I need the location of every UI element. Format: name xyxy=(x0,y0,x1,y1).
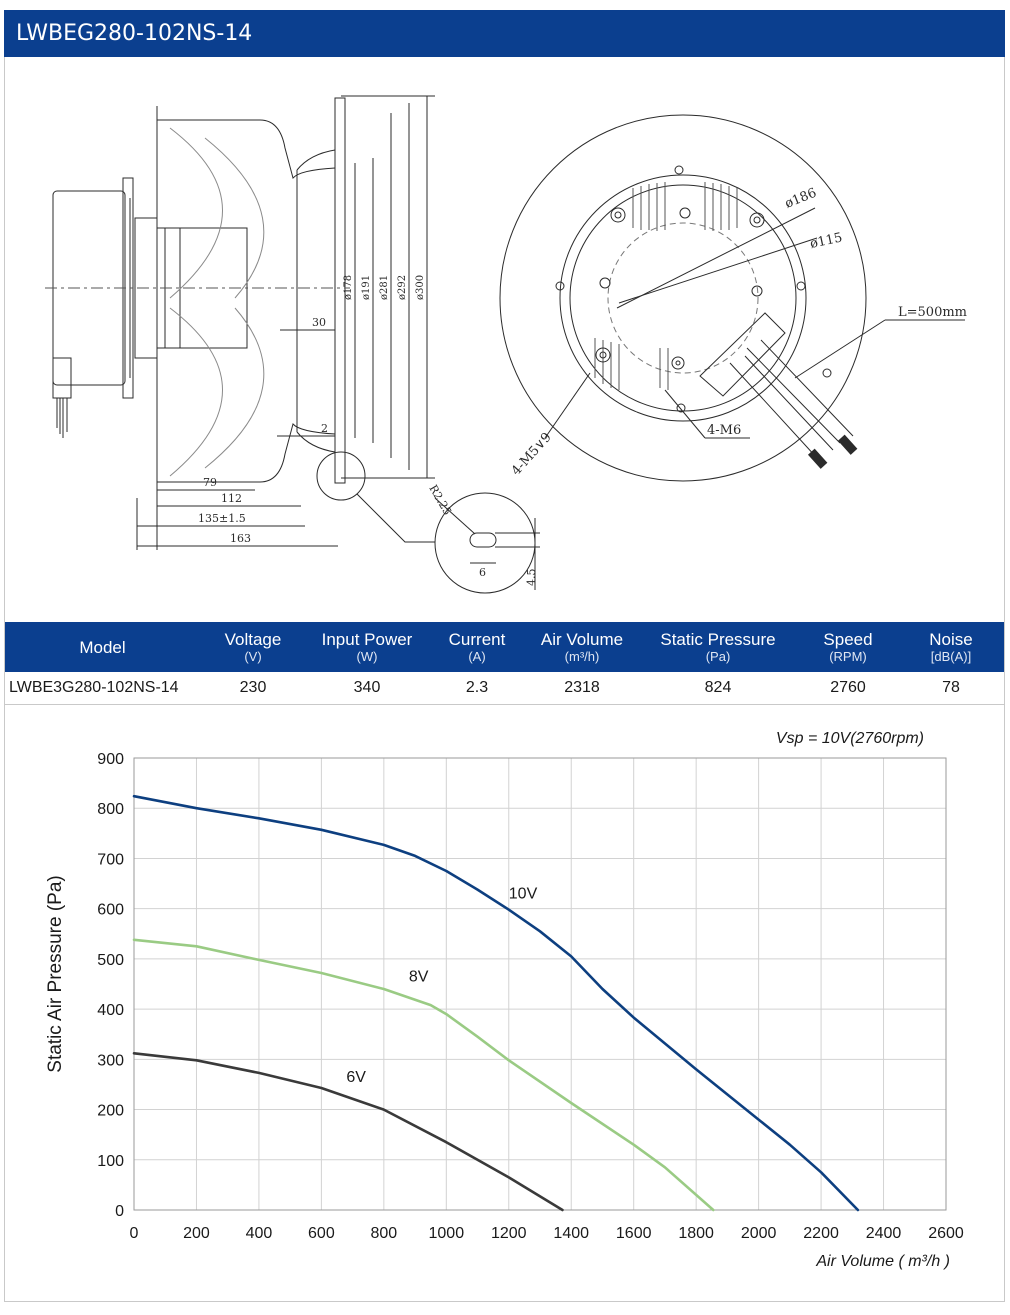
y-tick-label: 800 xyxy=(97,801,124,818)
y-tick-label: 500 xyxy=(97,952,124,969)
y-tick-label: 600 xyxy=(97,902,124,919)
dim-163: 163 xyxy=(230,532,251,545)
m5-leader xyxy=(544,372,591,439)
dim-79: 79 xyxy=(203,476,217,489)
header-speed: Speed(RPM) xyxy=(798,622,898,672)
header-model: Model xyxy=(5,622,200,672)
page-title: LWBEG280-102NS-14 xyxy=(16,21,253,46)
y-tick-label: 900 xyxy=(97,751,124,768)
x-tick-label: 800 xyxy=(370,1225,397,1242)
dim-30: 30 xyxy=(312,316,326,329)
dim-d281: ø281 xyxy=(379,275,390,300)
cooling-fins xyxy=(594,182,738,390)
x-tick-label: 2600 xyxy=(928,1225,964,1242)
y-tick-label: 300 xyxy=(97,1052,124,1069)
header-noise: Noise[dB(A)] xyxy=(898,622,1004,672)
y-axis-label: Static Air Pressure (Pa) xyxy=(45,875,66,1072)
dim-d300: ø300 xyxy=(415,275,426,300)
x-tick-label: 2200 xyxy=(803,1225,839,1242)
cell-noise: 78 xyxy=(898,672,1004,705)
y-tick-label: 400 xyxy=(97,1002,124,1019)
header-air-volume: Air Volume(m³/h) xyxy=(526,622,638,672)
mount-screws xyxy=(555,165,832,413)
dim-112: 112 xyxy=(221,492,242,505)
motor-ring-inner xyxy=(569,184,797,412)
section-divider xyxy=(5,704,1004,705)
series-label-8v: 8V xyxy=(409,968,429,985)
header-current: Current(A) xyxy=(428,622,526,672)
impeller-disc xyxy=(499,114,867,482)
d115-leader xyxy=(618,237,818,304)
x-tick-label: 2400 xyxy=(866,1225,902,1242)
title-bar: LWBEG280-102NS-14 xyxy=(4,10,1005,57)
dim-d178: ø178 xyxy=(343,275,354,300)
dim-d186: ø186 xyxy=(783,186,819,212)
side-view: ø178 ø191 ø281 ø292 ø300 30 2 79 112 135… xyxy=(45,95,540,594)
cable-wires xyxy=(56,398,68,438)
x-tick-label: 400 xyxy=(246,1225,273,1242)
cell-voltage: 230 xyxy=(200,672,306,705)
dim-d115: ø115 xyxy=(809,230,844,251)
series-label-6v: 6V xyxy=(346,1069,366,1086)
header-static-pressure: Static Pressure(Pa) xyxy=(638,622,798,672)
series-line-6v xyxy=(132,1051,564,1212)
x-tick-label: 200 xyxy=(183,1225,210,1242)
header-input-power: Input Power(W) xyxy=(306,622,428,672)
y-tick-label: 700 xyxy=(97,851,124,868)
cell-static-pressure: 824 xyxy=(638,672,798,705)
x-tick-label: 600 xyxy=(308,1225,335,1242)
y-tick-label: 0 xyxy=(115,1203,124,1220)
bolt-circle xyxy=(607,222,759,374)
m6-leader xyxy=(664,389,706,439)
dim-d292: ø292 xyxy=(397,275,408,300)
detail-height: 4.5 xyxy=(525,569,538,587)
series-line-8v xyxy=(132,938,715,1212)
chart-grid xyxy=(133,757,947,1211)
spec-header-row: Model Voltage(V) Input Power(W) Current(… xyxy=(5,622,1004,672)
x-axis-label: Air Volume ( m³/h ) xyxy=(815,1253,950,1270)
cable-leads xyxy=(729,339,854,459)
x-tick-label: 0 xyxy=(130,1225,139,1242)
x-tick-label: 1000 xyxy=(429,1225,465,1242)
motor-ring-outer xyxy=(559,174,807,422)
detail-width: 6 xyxy=(479,566,486,579)
dim-135: 135±1.5 xyxy=(198,512,246,525)
connector xyxy=(52,357,72,399)
dim-2: 2 xyxy=(321,422,328,435)
cell-air-volume: 2318 xyxy=(526,672,638,705)
series-label-10v: 10V xyxy=(509,886,538,903)
x-tick-label: 1200 xyxy=(491,1225,527,1242)
detail-callout-ring xyxy=(316,451,366,501)
cable-gland xyxy=(699,312,786,397)
dim-cable-length: L=500mm xyxy=(898,305,967,320)
front-view: ø186 ø115 L=500mm 4-M6 4-M5∨9 xyxy=(499,114,967,482)
x-tick-label: 2000 xyxy=(741,1225,777,1242)
cable-leader xyxy=(794,319,886,379)
x-tick-label: 1800 xyxy=(678,1225,714,1242)
x-tick-label: 1600 xyxy=(616,1225,652,1242)
dim-d191: ø191 xyxy=(361,275,372,300)
dim-4-m6: 4-M6 xyxy=(707,423,741,438)
cell-input-power: 340 xyxy=(306,672,428,705)
chart-annotation: Vsp = 10V(2760rpm) xyxy=(776,730,924,747)
dim-4-m5: 4-M5∨9 xyxy=(509,430,555,479)
cell-model: LWBE3G280-102NS-14 xyxy=(5,672,200,705)
y-tick-label: 200 xyxy=(97,1103,124,1120)
x-tick-label: 1400 xyxy=(553,1225,589,1242)
detail-radius: R2.25 xyxy=(426,483,454,518)
y-tick-label: 100 xyxy=(97,1153,124,1170)
technical-drawing: ø178 ø191 ø281 ø292 ø300 30 2 79 112 135… xyxy=(45,95,967,594)
table-row: LWBE3G280-102NS-14 230 340 2.3 2318 824 … xyxy=(5,672,1004,705)
inlet-ring xyxy=(334,97,346,484)
plot-area xyxy=(133,757,947,1211)
chart-series: 10V 8V 6V xyxy=(132,794,860,1212)
series-line-10v xyxy=(132,794,860,1212)
cell-current: 2.3 xyxy=(428,672,526,705)
header-voltage: Voltage(V) xyxy=(200,622,306,672)
spec-table: Model Voltage(V) Input Power(W) Current(… xyxy=(5,622,1004,705)
d186-leader xyxy=(616,207,816,309)
cell-speed: 2760 xyxy=(798,672,898,705)
